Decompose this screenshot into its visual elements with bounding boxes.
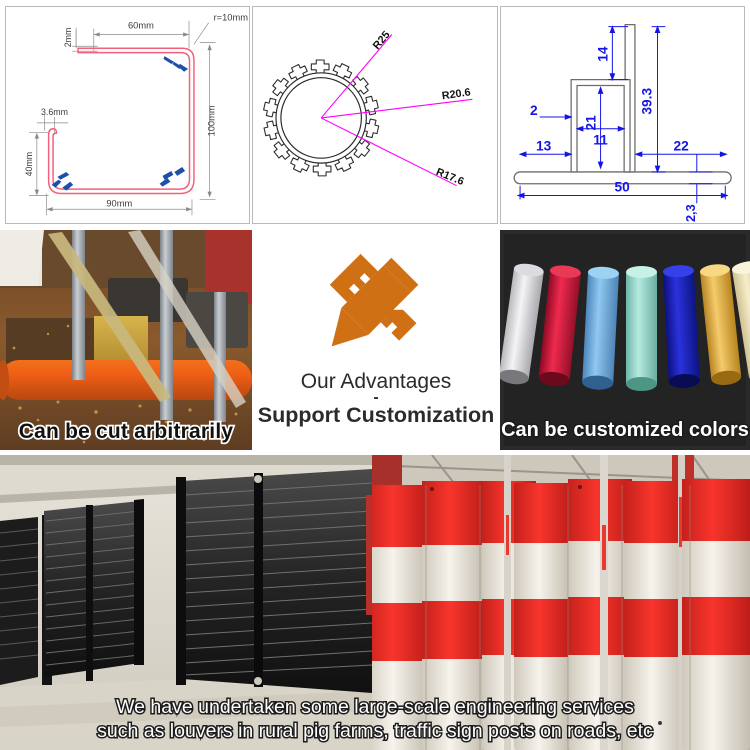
photo-color-options: Can be customized colors	[500, 230, 750, 450]
dim-21: 21	[583, 115, 598, 131]
louver-building-image	[0, 455, 372, 750]
dim-r17-6: R17.6	[435, 166, 466, 188]
pencil-ruler-icon	[329, 253, 419, 346]
dim-13: 13	[536, 138, 552, 153]
dim-2: 2	[530, 103, 538, 118]
dim-2mm: 2mm	[63, 28, 73, 48]
dim-3-6mm: 3.6mm	[41, 107, 68, 117]
dim-11: 11	[593, 132, 608, 147]
advantages-title: Our Advantages	[300, 369, 452, 393]
photo-cutting-workshop: Can be cut arbitrarily	[0, 230, 252, 450]
dim-60mm: 60mm	[128, 21, 154, 31]
photo-louver-shutters	[0, 455, 372, 750]
traffic-post-image	[372, 455, 750, 750]
technical-drawings-row: 60mm 2mm r=10mm 100mm 3.6mm 40mm 90mm	[0, 0, 750, 228]
dim-90mm: 90mm	[106, 198, 132, 208]
colored-tubes-image	[500, 230, 750, 450]
feature-row: Can be cut arbitrarily Our Advantage	[0, 230, 750, 450]
dim-40mm: 40mm	[24, 152, 34, 177]
advantages-panel: Our Advantages - Support Customization	[252, 230, 500, 450]
dim-r25: R25	[371, 29, 393, 52]
dim-39-3: 39.3	[639, 88, 654, 115]
dim-50: 50	[614, 180, 630, 195]
dim-r20-6: R20.6	[441, 86, 471, 102]
dim-2-3: 2,3	[682, 204, 697, 222]
advantages-subtitle: Support Customization	[257, 402, 495, 427]
applications-row: We have undertaken some large-scale engi…	[0, 455, 750, 750]
drawing-c-channel-profile: 60mm 2mm r=10mm 100mm 3.6mm 40mm 90mm	[5, 6, 251, 224]
drawing-t-slot-profile: 14 39.3 2 21 11 13 22 50 2,3	[499, 6, 745, 224]
advantages-dash: -	[373, 388, 379, 406]
caption-customized-colors: Can be customized colors	[500, 418, 750, 443]
dim-14: 14	[595, 46, 610, 62]
photo-traffic-posts	[372, 455, 750, 750]
drawing-splined-tube-profile: R25 R20.6 R17.6	[252, 6, 498, 224]
dim-100mm: 100mm	[207, 105, 217, 136]
dim-r10mm: r=10mm	[214, 13, 249, 23]
caption-cut-arbitrarily: Can be cut arbitrarily	[17, 418, 235, 444]
cutting-scene-image	[0, 230, 252, 450]
dim-22: 22	[673, 138, 689, 153]
